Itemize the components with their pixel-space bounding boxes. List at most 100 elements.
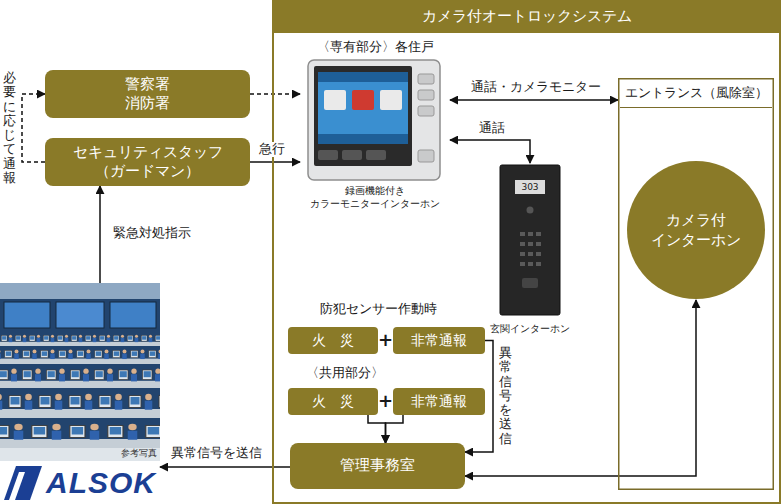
circle-outline <box>626 160 766 300</box>
node-text: ALSOK <box>46 466 156 500</box>
control-room-photo <box>0 346 160 364</box>
node-text: 管理事務室 <box>340 456 415 476</box>
label-anchor: 通話・カメラモニター <box>470 80 602 95</box>
connector-arrow <box>250 161 300 163</box>
node-text: セキュリティスタッフ（ガードマン） <box>68 143 227 182</box>
control-room-photo <box>0 418 160 448</box>
process-box: 警察署 消防署 <box>45 70 250 118</box>
alsok-logo-mark <box>9 472 25 500</box>
entry-intercom <box>528 252 533 256</box>
process-box: 管理事務室 <box>290 443 465 489</box>
node-text: 非常通報 <box>411 331 467 349</box>
entry-intercom <box>528 232 533 236</box>
edge-label: 緊急対処指示 <box>112 226 192 241</box>
device-figure: 玄関インターホン <box>485 163 575 335</box>
label-anchor: 通話 <box>478 121 506 136</box>
edge-label: 急行 <box>258 142 286 157</box>
entry-intercom <box>536 232 541 236</box>
circle-fill <box>627 161 765 299</box>
node-text: 録画機能付き カラーモニターインターホン <box>300 185 450 210</box>
label-anchor: 異常信号を送信 <box>170 446 263 461</box>
process-box: 火 災 <box>288 388 378 415</box>
process-box: 非常通報 <box>393 327 485 354</box>
color-monitor-intercom <box>318 134 408 144</box>
room-number: 303 <box>521 182 538 192</box>
entry-intercom <box>522 278 538 288</box>
edge-label: 異常信号を送信 <box>170 446 263 461</box>
control-room-photo <box>4 302 50 328</box>
connector-arrow <box>250 93 300 95</box>
color-monitor-intercom <box>418 74 434 84</box>
edge-label: 通話 <box>478 121 506 136</box>
node-text: 火 災 <box>312 392 354 410</box>
label-anchor: 急行 <box>258 142 286 157</box>
node-text: 警察署 消防署 <box>118 75 178 114</box>
entry-intercom <box>528 262 533 266</box>
node-text: 参考写真 <box>121 447 160 461</box>
node-text: 非常通報 <box>411 392 467 410</box>
connector-arrow <box>450 140 530 163</box>
control-room-photo <box>0 283 160 461</box>
plus-sign: + <box>378 391 393 412</box>
plus-sign: + <box>378 330 393 351</box>
color-monitor-intercom <box>366 150 386 160</box>
label-anchor: 〈共用部分〉 <box>306 366 384 381</box>
color-monitor-intercom <box>308 60 440 180</box>
node-text: カメラ付 インターホン <box>644 210 749 251</box>
control-room-photo <box>56 302 104 328</box>
connector-arrow <box>368 415 386 443</box>
label-anchor: 防犯センサー作動時 <box>320 302 437 317</box>
connector-arrow <box>450 99 618 101</box>
note-label: 防犯センサー作動時 <box>320 302 437 317</box>
panel-title: カメラ付オートロックシステム <box>272 0 781 33</box>
entry-intercom <box>536 252 541 256</box>
entry-intercom <box>536 262 541 266</box>
entry-intercom <box>520 252 525 256</box>
edge-label: 異常信号を送信 <box>499 346 512 446</box>
entry-intercom <box>515 180 545 194</box>
color-monitor-intercom <box>418 106 434 116</box>
part-heading: 〈専有部分〉各住戸 <box>317 38 434 56</box>
note-label: 〈共用部分〉 <box>306 366 384 381</box>
node-text: エントランス（風除室） <box>620 78 772 108</box>
entry-intercom <box>528 242 533 246</box>
system-panel: カメラ付オートロックシステム〈専有部分〉各住戸録画機能付き カラーモニターインタ… <box>272 0 781 504</box>
entry-intercom <box>500 165 560 315</box>
alsok-logo-mark <box>4 466 42 500</box>
control-room-photo <box>0 283 160 461</box>
entry-intercom <box>527 207 534 214</box>
process-box: 非常通報 <box>393 388 485 415</box>
color-monitor-intercom <box>418 150 434 162</box>
entry-intercom <box>500 165 560 315</box>
color-monitor-intercom <box>342 150 362 160</box>
connector-arrow <box>465 300 696 476</box>
process-box: セキュリティスタッフ（ガードマン） <box>45 138 250 186</box>
process-box: 火 災 <box>288 327 378 354</box>
label-anchor: 緊急対処指示 <box>112 226 192 241</box>
edge-label: 通話・カメラモニター <box>470 80 602 95</box>
photo-frame: 参考写真 <box>0 283 160 461</box>
label-anchor: + <box>378 330 393 351</box>
color-monitor-intercom <box>308 60 440 180</box>
entry-intercom <box>536 242 541 246</box>
label-anchor: 必要に応じて通報 <box>3 71 16 185</box>
color-monitor-intercom <box>318 150 338 160</box>
control-room-photo <box>0 388 160 418</box>
entrance-area: エントランス（風除室） カメラ付 インターホン <box>618 78 774 490</box>
control-room-photo <box>0 332 160 346</box>
connector-arrow <box>99 186 101 283</box>
label-anchor: 303 <box>521 182 538 192</box>
color-monitor-intercom <box>418 90 434 100</box>
control-room-photo <box>0 448 160 461</box>
connector-arrow <box>22 94 45 162</box>
connector-arrow <box>386 415 404 443</box>
color-monitor-intercom <box>324 90 346 110</box>
entry-intercom <box>520 262 525 266</box>
connector-arrow <box>160 466 290 468</box>
device-circle: カメラ付 インターホン <box>626 160 766 300</box>
color-monitor-intercom <box>352 90 374 110</box>
device-figure: 〈専有部分〉各住戸録画機能付き カラーモニターインターホン <box>300 38 450 210</box>
label-anchor: + <box>378 391 393 412</box>
color-monitor-intercom <box>380 90 402 110</box>
